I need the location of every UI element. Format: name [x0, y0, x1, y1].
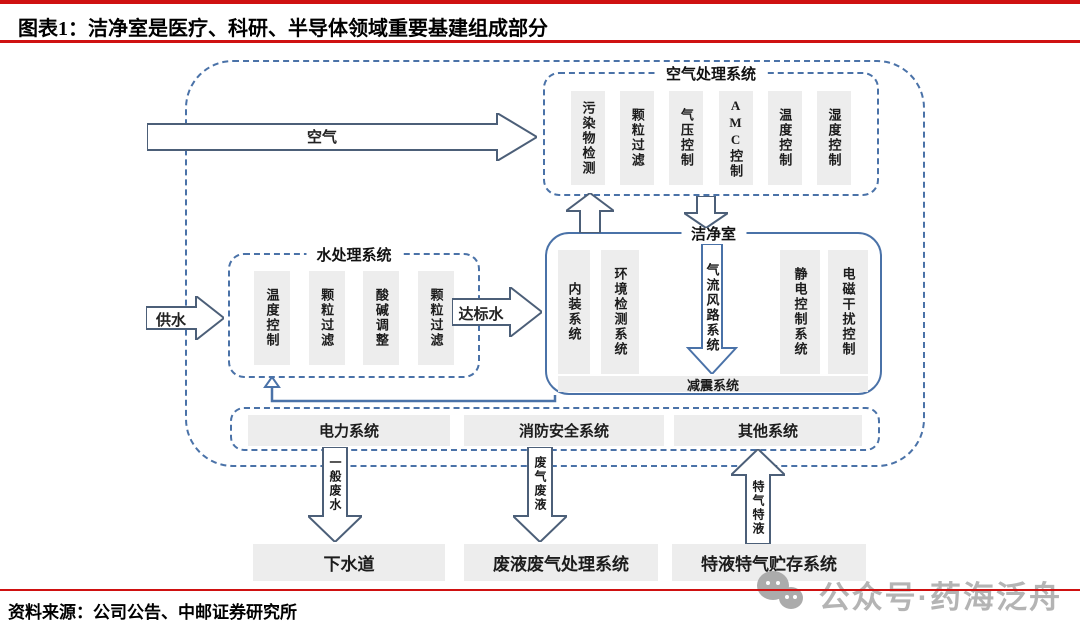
air-system-item: 颗粒过滤 [620, 91, 655, 185]
wechat-icon [756, 571, 809, 617]
air-inflow-label: 空气 [306, 130, 337, 146]
down-arrow-icon [308, 447, 362, 542]
water-system-item: 温度控制 [254, 271, 290, 365]
up-arrow-icon [566, 193, 614, 233]
air-inflow-arrow: 空气 [147, 113, 537, 161]
down-arrow-icon [686, 244, 738, 374]
waste-gas-liquid-label: 废气废液 [533, 456, 547, 512]
water-supply-label: 供水 [155, 313, 186, 329]
utility-row-box: 电力系统 消防安全系统 其他系统 [230, 407, 880, 451]
down-arrow-icon [684, 196, 728, 228]
air-system-box: 空气处理系统 污染物检测 颗粒过滤 气压控制 AMC控制 温度控制 湿度控制 [543, 63, 879, 196]
down-arrow-icon [513, 447, 567, 542]
utility-item: 消防安全系统 [464, 415, 664, 446]
vibration-damping-strip: 减震系统 [558, 376, 868, 393]
airflow-path-label: 气流风路系统 [704, 263, 720, 353]
bottom-rule [0, 589, 1080, 591]
watermark-label: 公众号·药海泛舟 [818, 579, 1062, 615]
air-system-item: 污染物检测 [571, 91, 605, 185]
utility-item: 其他系统 [674, 415, 862, 446]
title-underline [0, 40, 1080, 43]
source-note: 资料来源：公司公告、中邮证券研究所 [8, 603, 297, 622]
facility-boundary-box [185, 60, 925, 467]
airflow-path-arrow [686, 244, 738, 374]
air-system-item: 气压控制 [669, 91, 704, 185]
water-recycle-line [258, 376, 560, 404]
up-arrow-icon [731, 449, 785, 544]
qualified-water-label: 达标水 [458, 307, 504, 323]
air-system-item: 湿度控制 [816, 91, 851, 185]
wechat-bubble-small [778, 587, 803, 609]
water-supply-arrow: 供水 [146, 296, 224, 340]
air-system-item: AMC控制 [718, 91, 753, 185]
water-system-item: 颗粒过滤 [308, 271, 345, 365]
air-system-item: 温度控制 [767, 91, 802, 185]
waste-water-label: 一般废水 [328, 456, 342, 512]
right-arrow-icon [147, 113, 537, 161]
cleanroom-item: 环境检测系统 [601, 250, 639, 374]
watermark: 公众号·药海泛舟 [756, 571, 1062, 617]
cleanroom-to-air-arrow [566, 193, 614, 233]
top-rule [0, 0, 1080, 4]
special-gas-liquid-label: 特气特液 [751, 480, 765, 536]
waste-water-arrow: 一般废水 [308, 447, 362, 542]
cleanroom-item: 静电控制系统 [780, 250, 820, 374]
waste-gas-liquid-arrow: 废气废液 [513, 447, 567, 542]
waste-treatment-box: 废液废气处理系统 [464, 544, 658, 581]
water-system-box: 水处理系统 温度控制 颗粒过滤 酸碱调整 颗粒过滤 [228, 244, 480, 378]
right-arrow-icon [146, 296, 224, 340]
water-system-title: 水处理系统 [306, 244, 402, 265]
right-arrow-icon [452, 287, 542, 337]
special-gas-liquid-arrow: 特气特液 [731, 449, 785, 544]
cleanroom-item: 内装系统 [558, 250, 590, 374]
water-system-item: 酸碱调整 [363, 271, 400, 365]
water-system-item: 颗粒过滤 [417, 271, 454, 365]
air-system-title: 空气处理系统 [655, 63, 767, 84]
cleanroom-title: 洁净室 [680, 223, 747, 244]
utility-item: 电力系统 [248, 415, 450, 446]
return-line-icon [263, 376, 557, 403]
figure-title: 图表1：洁净室是医疗、科研、半导体领域重要基建组成部分 [18, 18, 548, 40]
cleanroom-item: 电磁干扰控制 [828, 250, 868, 374]
cleanroom-box: 洁净室 内装系统 环境检测系统 气流风路系统 静电控制系统 电磁干扰控制 减震系… [545, 223, 882, 395]
air-to-cleanroom-arrow [684, 196, 728, 228]
sewer-box: 下水道 [253, 544, 445, 581]
qualified-water-arrow: 达标水 [452, 287, 542, 337]
